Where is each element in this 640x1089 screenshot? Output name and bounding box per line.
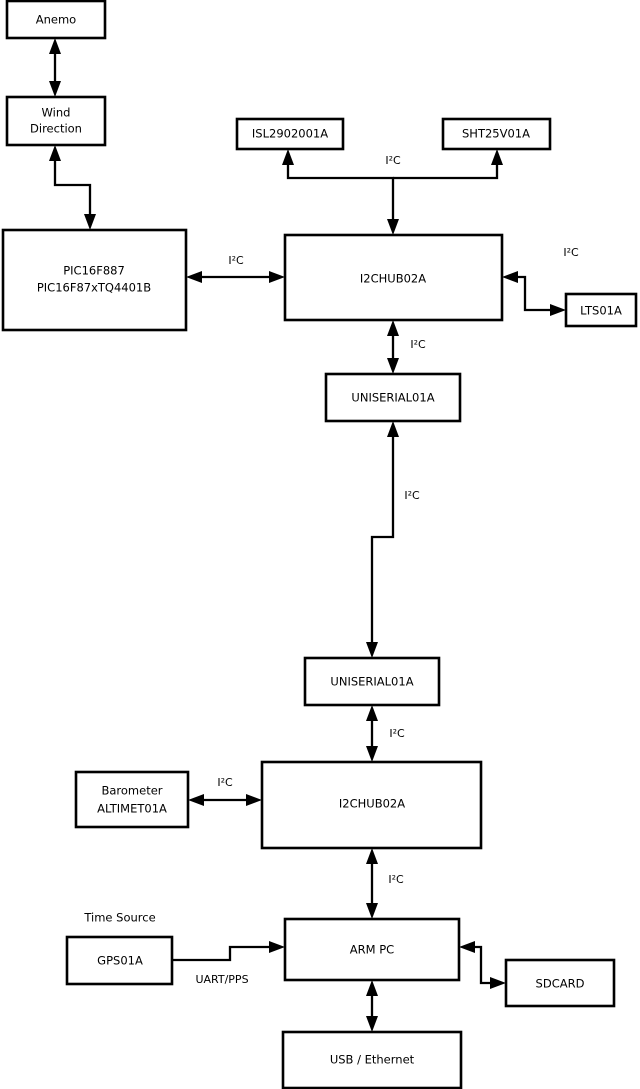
arrow-head-left bbox=[188, 794, 204, 806]
node-gps01a[interactable]: GPS01A bbox=[65, 935, 174, 986]
edge-i2chub-top-lts: I²C bbox=[502, 246, 579, 316]
edge-label-uniserial-hub-bottom: I²C bbox=[389, 727, 405, 740]
node-label-uniserial01a-top: UNISERIAL01A bbox=[351, 391, 434, 405]
node-label-anemo: Anemo bbox=[36, 13, 76, 27]
node-label-i2chub02a-bottom: I2CHUB02A bbox=[339, 797, 405, 811]
arrow-head-up bbox=[366, 705, 378, 721]
node-label-sht25v01a: SHT25V01A bbox=[462, 127, 530, 141]
node-label-pic-line1: PIC16F887 bbox=[63, 264, 125, 278]
arrow-head-down bbox=[366, 746, 378, 762]
edge-barometer-i2chub-bottom: I²C bbox=[188, 776, 262, 806]
node-anemo[interactable]: Anemo bbox=[5, 0, 107, 40]
node-label-wind-direction-line2: Direction bbox=[30, 122, 82, 136]
edge-i2chub-bottom-armpc: I²C bbox=[366, 848, 404, 919]
edge-uniserial-top-uniserial-bottom: I²C bbox=[366, 421, 420, 658]
node-pic-microcontroller[interactable]: PIC16F887 PIC16F87xTQ4401B bbox=[1, 228, 188, 332]
node-barometer-altimet01a[interactable]: Barometer ALTIMET01A bbox=[74, 770, 190, 829]
arrow-head-right bbox=[550, 304, 566, 316]
node-isl2902001a[interactable]: ISL2902001A bbox=[235, 117, 345, 151]
arrow-head-left bbox=[186, 271, 202, 283]
arrow-head-up bbox=[366, 980, 378, 996]
edge-label-hub-armpc: I²C bbox=[388, 873, 404, 886]
edge-label-isl-sht-bus: I²C bbox=[385, 154, 401, 167]
arrow-head-right bbox=[269, 271, 285, 283]
arrow-head-up-isl bbox=[282, 149, 294, 165]
edge-gps-armpc: UART/PPS bbox=[172, 941, 285, 986]
node-label-barometer-line2: ALTIMET01A bbox=[97, 802, 167, 816]
node-label-arm-pc: ARM PC bbox=[350, 943, 394, 957]
edge-label-barometer-hub: I²C bbox=[217, 776, 233, 789]
node-label-usb-ethernet: USB / Ethernet bbox=[330, 1053, 415, 1067]
node-label-lts01a: LTS01A bbox=[580, 304, 622, 318]
edge-armpc-sdcard bbox=[459, 941, 506, 989]
arrow-head-right bbox=[246, 794, 262, 806]
arrow-head-down bbox=[387, 219, 399, 235]
edge-pic-i2chub-top: I²C bbox=[186, 254, 285, 283]
edge-uniserial-bottom-i2chub-bottom: I²C bbox=[366, 705, 405, 762]
arrow-head-down bbox=[49, 81, 61, 97]
arrow-head-left bbox=[459, 941, 475, 953]
node-label-wind-direction-line1: Wind bbox=[42, 106, 71, 120]
node-uniserial01a-top[interactable]: UNISERIAL01A bbox=[324, 372, 462, 423]
arrow-head-up bbox=[49, 145, 61, 161]
arrow-head-right bbox=[490, 977, 506, 989]
edge-label-hub-lts: I²C bbox=[563, 246, 579, 259]
node-label-uniserial01a-bottom: UNISERIAL01A bbox=[330, 675, 413, 689]
arrow-head-down bbox=[366, 642, 378, 658]
node-sht25v01a[interactable]: SHT25V01A bbox=[441, 117, 552, 151]
node-usb-ethernet[interactable]: USB / Ethernet bbox=[281, 1030, 463, 1089]
edge-anemo-winddirection bbox=[49, 38, 61, 97]
arrow-head-down bbox=[366, 1016, 378, 1032]
node-label-isl2902001a: ISL2902001A bbox=[252, 127, 328, 141]
node-label-i2chub02a-top: I2CHUB02A bbox=[360, 272, 426, 286]
node-label-sdcard: SDCARD bbox=[536, 977, 585, 991]
node-i2chub02a-top[interactable]: I2CHUB02A bbox=[283, 233, 504, 322]
node-arm-pc[interactable]: ARM PC bbox=[283, 917, 461, 982]
edge-label-hub-uniserial: I²C bbox=[410, 338, 426, 351]
node-i2chub02a-bottom[interactable]: I2CHUB02A bbox=[260, 760, 483, 850]
arrow-head-right bbox=[269, 941, 285, 953]
edge-i2chub-top-sensors: I²C bbox=[282, 149, 503, 235]
arrow-head-up bbox=[49, 38, 61, 54]
edge-label-uniserial-link: I²C bbox=[404, 489, 420, 502]
edge-label-pic-hub: I²C bbox=[228, 254, 244, 267]
node-label-barometer-line1: Barometer bbox=[101, 784, 162, 798]
node-lts01a[interactable]: LTS01A bbox=[564, 292, 638, 328]
node-sdcard[interactable]: SDCARD bbox=[504, 958, 616, 1008]
arrow-head-down bbox=[387, 358, 399, 374]
arrow-head-up bbox=[387, 421, 399, 437]
arrow-head-left bbox=[502, 271, 518, 283]
arrow-head-up bbox=[387, 320, 399, 336]
edge-winddirection-pic bbox=[49, 145, 96, 230]
node-uniserial01a-bottom[interactable]: UNISERIAL01A bbox=[303, 656, 441, 707]
arrow-head-up bbox=[366, 848, 378, 864]
arrow-head-up-sht bbox=[491, 149, 503, 165]
node-label-pic-line2: PIC16F87xTQ4401B bbox=[37, 281, 151, 295]
edge-label-gps-armpc: UART/PPS bbox=[195, 973, 248, 986]
node-label-gps01a: GPS01A bbox=[97, 954, 143, 968]
node-wind-direction[interactable]: Wind Direction bbox=[5, 95, 107, 147]
arrow-head-down bbox=[84, 214, 96, 230]
edge-armpc-usbethernet bbox=[366, 980, 378, 1032]
annotation-time-source: Time Source bbox=[83, 911, 155, 925]
edge-i2chub-top-uniserial-top: I²C bbox=[387, 320, 426, 374]
arrow-head-down bbox=[366, 903, 378, 919]
